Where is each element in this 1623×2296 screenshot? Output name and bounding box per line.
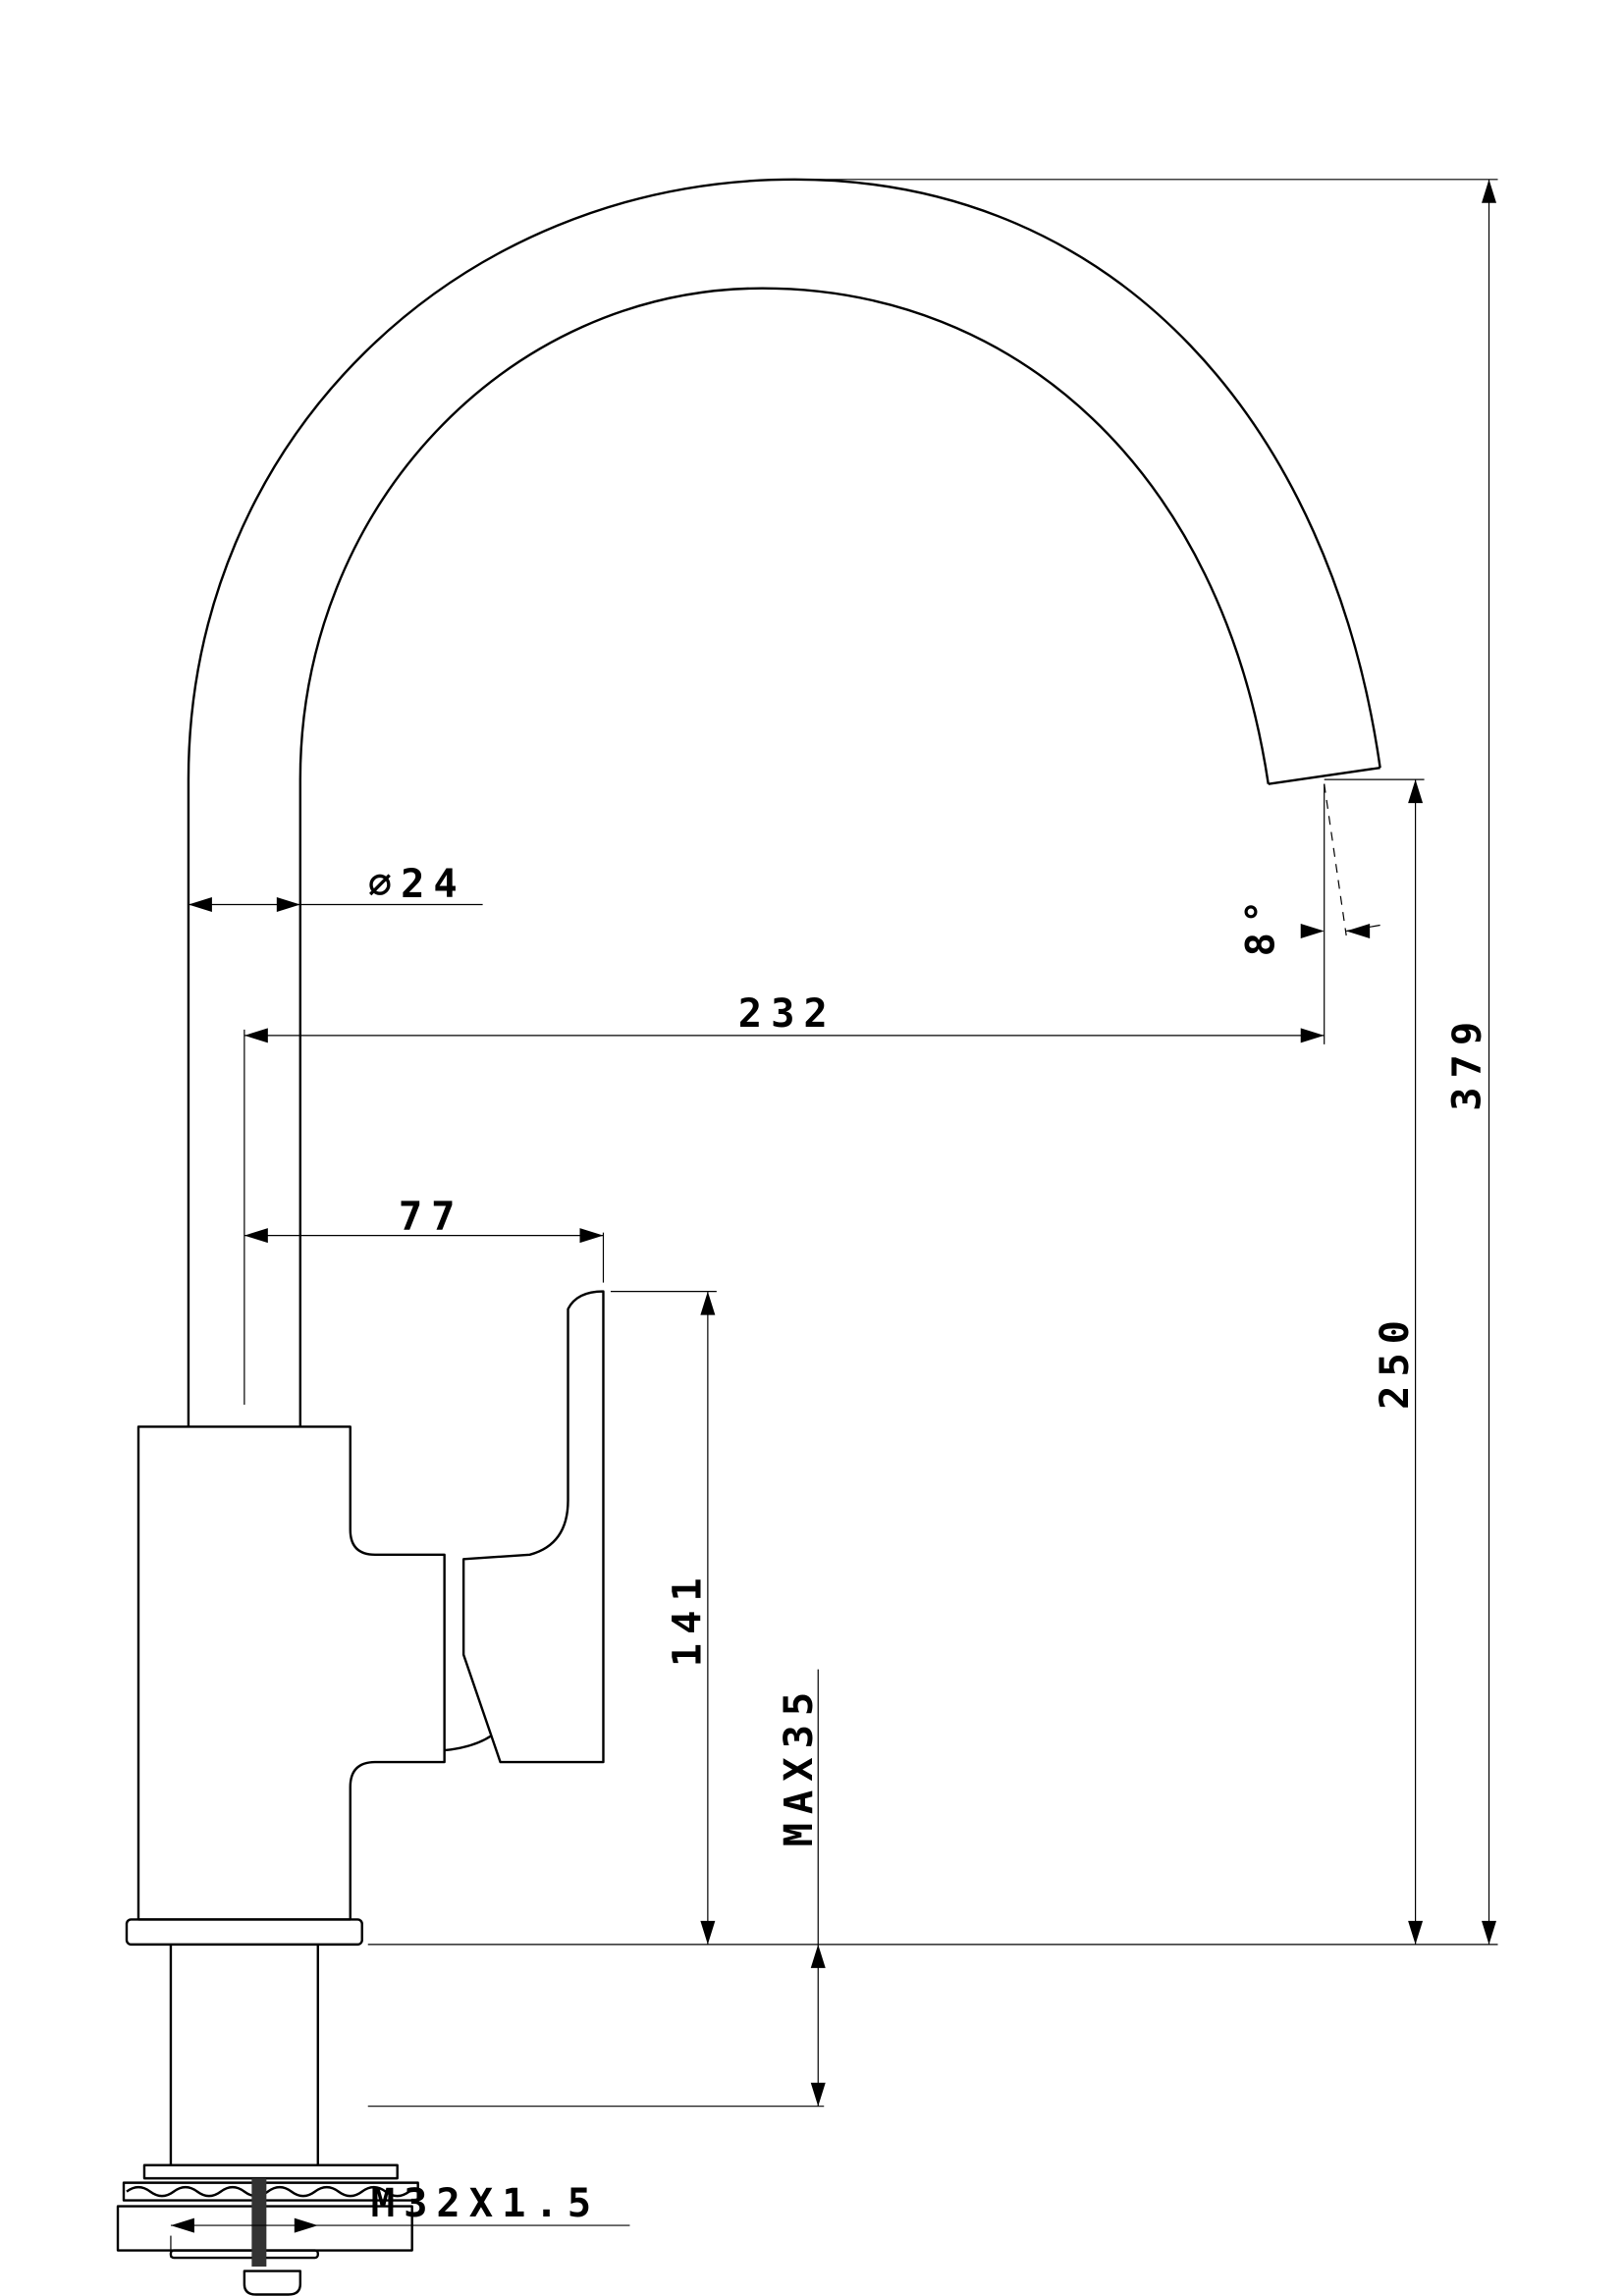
threaded-rod <box>251 2178 267 2268</box>
mounting-shank <box>169 1944 319 2165</box>
tap-body <box>136 1425 446 1921</box>
label-spout-reach: 232 <box>738 989 837 1037</box>
lever-handle <box>461 1290 605 1764</box>
label-handle-reach: 77 <box>399 1193 464 1240</box>
tap-outline <box>116 178 1381 2296</box>
label-pipe-diameter: ∅24 <box>368 860 466 907</box>
handle-hub <box>444 1735 493 1752</box>
spout-inner-edge <box>298 287 1270 1427</box>
label-outlet-height: 250 <box>1371 1311 1418 1410</box>
spout-outlet <box>1268 766 1380 785</box>
base-plate <box>125 1918 363 1947</box>
spout-outer-edge <box>187 178 1381 1427</box>
spring-washer <box>122 2181 419 2202</box>
dimension-lines <box>170 179 1498 2259</box>
dimension-labels: 379 250 232 77 ∅24 8° 141 MAX35 M32X1.5 <box>368 860 1490 2226</box>
label-thread: M32X1.5 <box>371 2179 600 2226</box>
label-handle-height: 141 <box>663 1569 710 1667</box>
label-total-height: 379 <box>1443 1013 1490 1111</box>
bolt-head <box>243 2269 302 2296</box>
washer <box>142 2163 399 2180</box>
nut-lip <box>169 2249 319 2260</box>
label-max-thickness: MAX35 <box>775 1683 822 1847</box>
label-spout-angle: 8° <box>1237 891 1284 957</box>
